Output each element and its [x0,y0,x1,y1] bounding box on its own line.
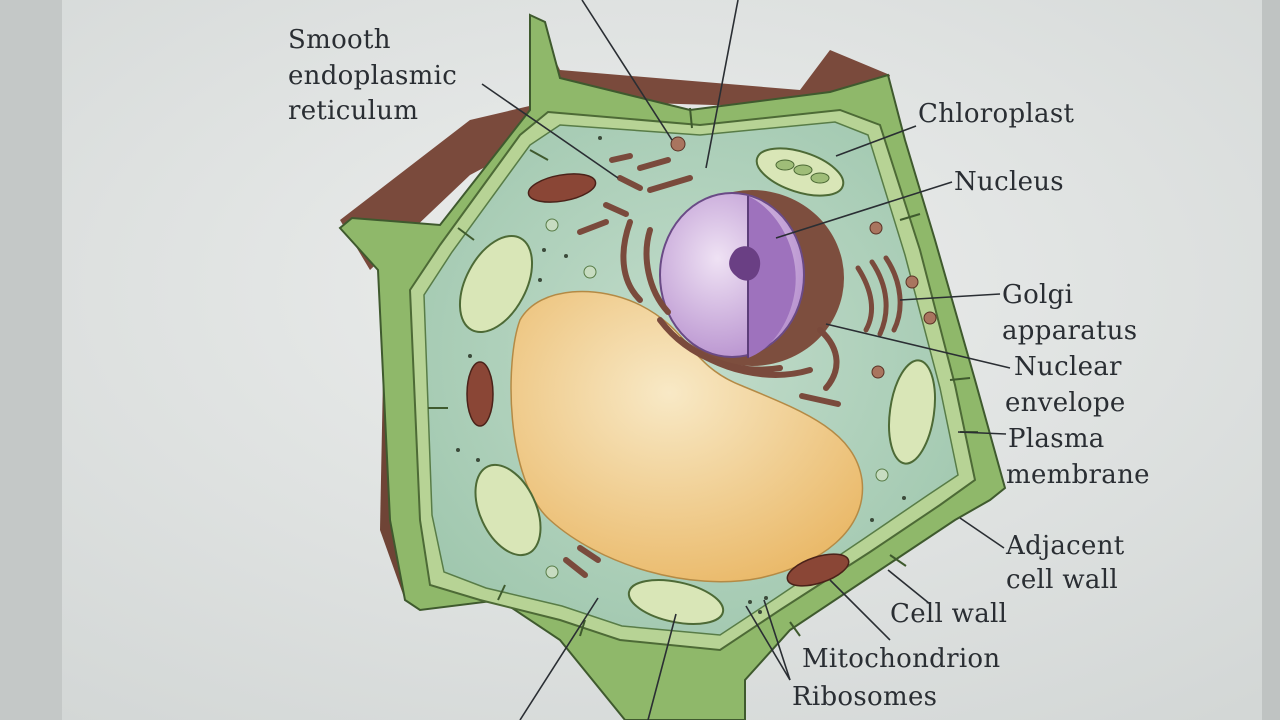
leader-lines [481,0,1011,720]
leader-nucleus [775,181,953,239]
adjacent-wall-top [535,20,890,110]
label-smooth-er-line3: reticulum [288,96,418,126]
chloroplasts [458,147,936,625]
leader-nuclear-envelope [825,323,1011,369]
leader-bottom-left [519,597,599,720]
label-mitochondrion: Mitochondrion [802,644,1000,674]
leader-smooth-er [481,83,619,179]
nucleolus [729,246,761,281]
vesicles [670,136,937,379]
endoplasmic-reticulum [563,153,841,578]
nucleus [659,190,844,366]
leader-plasma-membrane [957,431,1007,435]
leader-ribosomes-b [763,599,791,681]
leader-adjacent-wall [959,517,1005,549]
label-smooth-er-line1: Smooth [288,25,391,55]
mitochondria [466,173,850,587]
leader-mitochondrion [829,579,891,641]
small-plastids [545,218,889,579]
book-spine-edge [0,0,62,720]
label-nuclear-envelope-line1: Nuclear [1014,352,1122,382]
label-cell-wall: Cell wall [890,599,1007,629]
label-golgi-line1: Golgi [1002,280,1073,310]
label-plasma-membrane-line2: membrane [1006,460,1150,490]
label-golgi-line2: apparatus [1002,316,1137,346]
leader-bottom-right [647,613,677,720]
label-smooth-er-line2: endoplasmic [288,61,457,91]
central-vacuole [510,290,864,583]
label-nuclear-envelope-line2: envelope [1005,388,1126,418]
label-plasma-membrane-line1: Plasma [1008,424,1105,454]
label-adjacent-wall-line2: cell wall [1006,565,1118,595]
leader-golgi [899,293,1001,301]
golgi-apparatus-shape [855,255,903,337]
leader-chloroplast [835,125,917,157]
leader-top-left [581,0,673,141]
label-chloroplast: Chloroplast [918,99,1074,129]
label-adjacent-wall-line1: Adjacent [1005,531,1125,561]
leader-ribosomes-a [745,605,791,681]
ribosome-dots [456,136,906,614]
leader-cell-wall [887,569,931,605]
label-ribosomes: Ribosomes [792,682,937,712]
leader-top-right [705,0,739,169]
page-right-edge [1262,0,1280,720]
label-nucleus: Nucleus [954,167,1064,197]
